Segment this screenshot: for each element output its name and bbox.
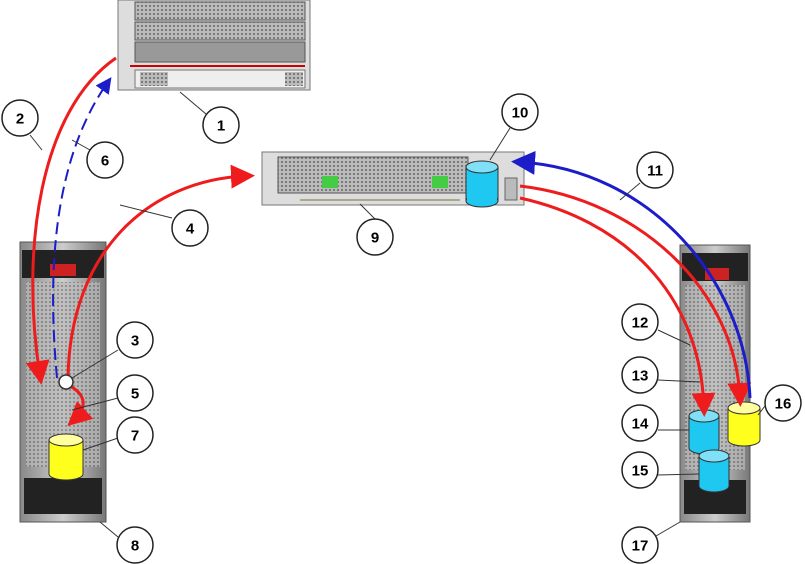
callout-10: 10 <box>501 93 539 131</box>
callout-circle <box>171 209 209 247</box>
callout-label: 5 <box>131 386 139 403</box>
disk-cyan-10 <box>465 160 499 208</box>
callout-circle <box>764 384 802 422</box>
callout-circle <box>621 303 659 341</box>
callout-label: 17 <box>632 538 649 555</box>
callout-6: 6 <box>86 141 124 179</box>
callout-circle <box>621 451 659 489</box>
junction-3 <box>58 374 74 390</box>
callout-circle <box>636 151 674 189</box>
callout-circle <box>116 416 154 454</box>
leader-lines <box>29 91 766 538</box>
callout-circle <box>1 99 39 137</box>
callout-13: 13 <box>621 356 659 394</box>
disk-yellow-7 <box>48 433 84 481</box>
callout-label: 10 <box>512 105 529 122</box>
callout-label: 12 <box>632 315 649 332</box>
callout-label: 8 <box>131 538 139 555</box>
callout-label: 15 <box>632 463 649 480</box>
callout-17: 17 <box>621 526 659 564</box>
callout-label: 4 <box>186 221 195 238</box>
callout-label: 14 <box>632 416 649 433</box>
callout-1: 1 <box>202 106 240 144</box>
arrow-12-red <box>519 196 716 417</box>
arrow-13-red <box>519 184 752 407</box>
callout-label: 11 <box>647 163 663 180</box>
callout-circle <box>621 356 659 394</box>
callout-label: 3 <box>131 333 139 350</box>
callout-label: 13 <box>632 368 649 385</box>
callout-label: 9 <box>371 230 379 247</box>
callout-8: 8 <box>116 526 154 564</box>
callout-label: 1 <box>217 118 225 135</box>
callout-14: 14 <box>621 404 659 442</box>
arrow-6-blue-dashed <box>52 77 112 379</box>
callout-circle <box>621 526 659 564</box>
callout-circle <box>116 526 154 564</box>
callout-label: 7 <box>131 428 139 445</box>
callout-11: 11 <box>636 151 674 189</box>
callout-3: 3 <box>116 321 154 359</box>
callout-circle <box>621 404 659 442</box>
callout-circle <box>501 93 539 131</box>
arrow-4-red <box>66 164 255 379</box>
arrow-2-red <box>25 56 117 385</box>
callout-2: 2 <box>1 99 39 137</box>
server-1 <box>117 0 311 91</box>
disk-yellow-16 <box>727 401 761 447</box>
disk-cyan-15 <box>698 449 730 493</box>
callout-label: 2 <box>16 111 24 128</box>
callout-circle <box>116 374 154 412</box>
callout-4: 4 <box>171 209 209 247</box>
callout-circle <box>356 218 394 256</box>
callout-15: 15 <box>621 451 659 489</box>
callout-label: 6 <box>101 153 109 170</box>
callout-circle <box>202 106 240 144</box>
callout-5: 5 <box>116 374 154 412</box>
callout-7: 7 <box>116 416 154 454</box>
callout-circle <box>116 321 154 359</box>
callout-9: 9 <box>356 218 394 256</box>
arrow-11-blue <box>511 150 752 399</box>
disk-cyan-14 <box>688 409 720 455</box>
callout-label: 16 <box>775 396 792 413</box>
callout-12: 12 <box>621 303 659 341</box>
callout-16: 16 <box>764 384 802 422</box>
callout-circle <box>86 141 124 179</box>
